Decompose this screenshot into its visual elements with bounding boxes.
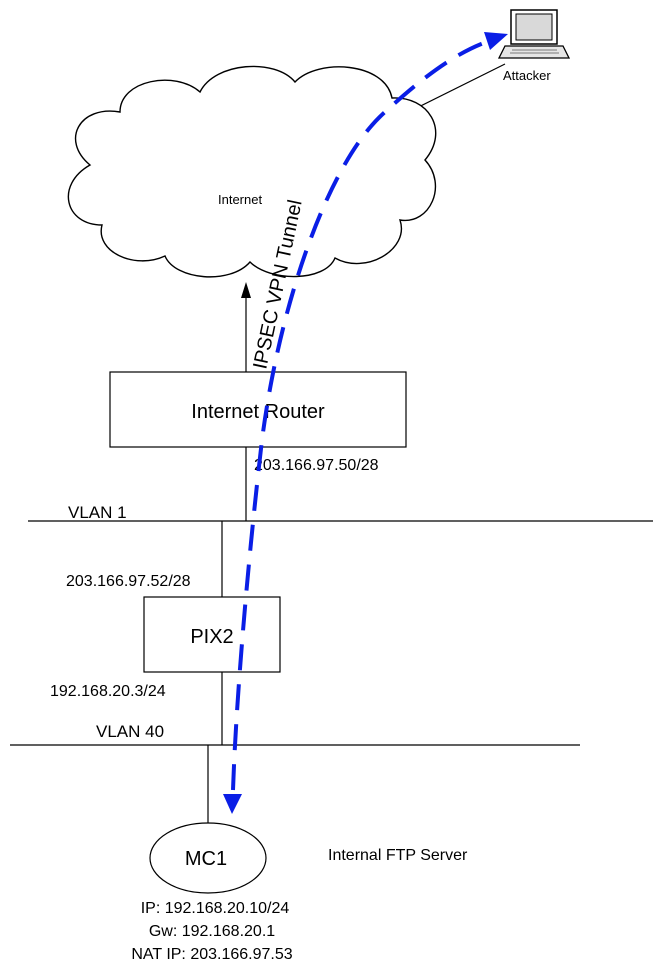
attacker-label: Attacker (503, 68, 551, 83)
vlan1-label: VLAN 1 (68, 503, 127, 522)
internet-router-label: Internet Router (191, 401, 325, 423)
laptop-icon (497, 9, 571, 59)
internet-cloud (67, 65, 437, 278)
router-ip-label: 203.166.97.50/28 (254, 457, 379, 474)
server-description: Internal FTP Server (328, 847, 468, 864)
pix-outside-ip-label: 203.166.97.52/28 (66, 573, 191, 590)
vpn-tunnel-path (231, 38, 493, 791)
tunnel-arrow-down (223, 794, 242, 814)
pix-label: PIX2 (190, 626, 233, 648)
server-ip: IP: 192.168.20.10/24 (141, 900, 290, 917)
vlan40-label: VLAN 40 (96, 722, 164, 741)
pix-inside-ip-label: 192.168.20.3/24 (50, 683, 166, 700)
uplink-arrowhead (241, 282, 251, 298)
internet-label: Internet (218, 192, 262, 207)
server-gateway: Gw: 192.168.20.1 (149, 923, 275, 940)
server-label: MC1 (185, 848, 227, 870)
tunnel-arrow-up (484, 32, 508, 50)
server-nat-ip: NAT IP: 203.166.97.53 (131, 946, 292, 963)
server-node (149, 822, 267, 894)
pix-box (143, 596, 281, 673)
internet-router-box (109, 371, 407, 448)
